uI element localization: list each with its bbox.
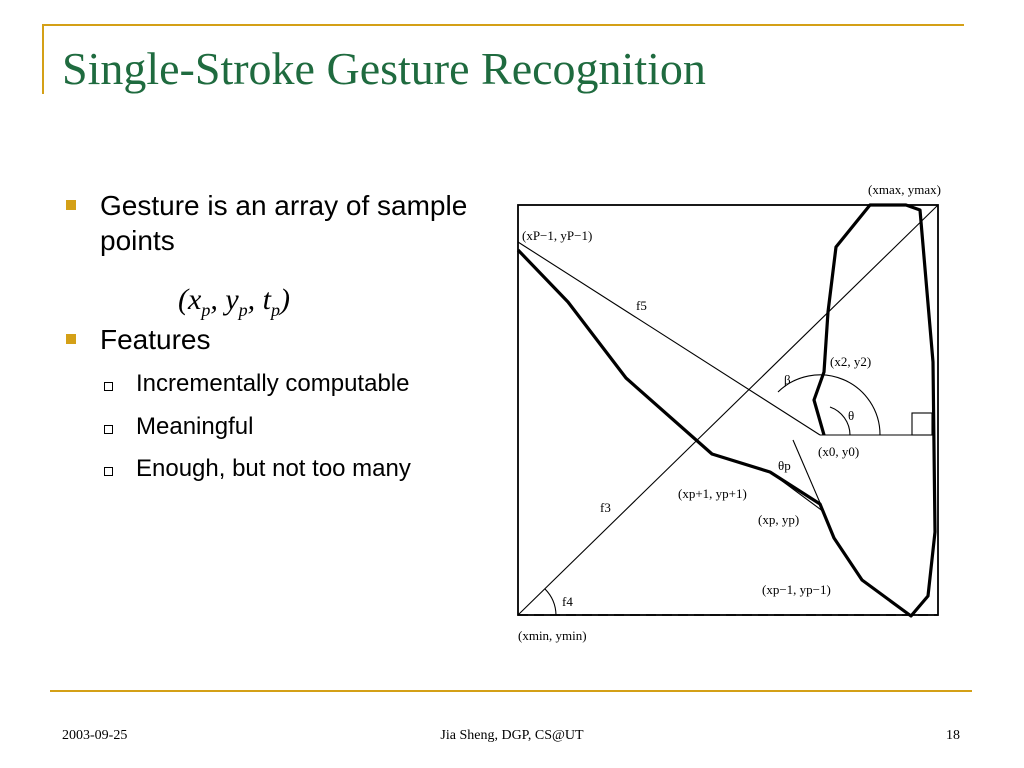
slide-title: Single-Stroke Gesture Recognition [62,43,706,94]
min-point-label: (xmin, ymin) [518,628,587,643]
gesture-feature-diagram: (xmax, ymax) (xP−1, yP−1) f5 (x2, y2) β … [516,182,941,643]
sub-bullet-text: Meaningful [136,412,254,440]
p-minus-1-top-label: (xP−1, yP−1) [522,228,592,243]
gesture-stroke [516,203,937,618]
x2y2-label: (x2, y2) [830,354,871,369]
footer-date: 2003-09-25 [62,728,128,743]
alpha-arc [777,374,881,436]
hollow-square-bullet-icon [104,382,113,391]
max-point-label: (xmax, ymax) [868,182,941,197]
bullet-gesture: Gesture is an array of sample points [60,188,480,258]
sub-bullet-text: Incrementally computable [136,370,410,397]
f3-label: f3 [600,500,611,515]
bullet-list: Gesture is an array of sample points Fea… [60,188,480,497]
hollow-square-bullet-icon [104,467,113,477]
left-border-line [42,24,44,94]
hollow-square-bullet-icon [104,424,113,434]
theta-arc [829,406,851,436]
beta-label: β [784,372,791,387]
sample-point-formula: (xp, yp, tp) [178,283,290,320]
sub-bullet-enough: Enough, but not too many [60,454,480,485]
footer-author: Jia Sheng, DGP, CS@UT [440,728,584,743]
x0y0-label: (x0, y0) [818,444,859,459]
square-bullet-icon [66,334,76,344]
right-angle-marker [911,412,933,436]
square-bullet-icon [66,200,76,210]
start-end-line [517,241,821,436]
bbox-diagonal-line [517,204,939,616]
bullet-features: Features [60,322,480,357]
f4-arc [544,588,557,616]
sub-bullet-meaningful: Meaningful [60,412,480,443]
page-number: 18 [946,728,960,743]
top-border-line [42,24,964,26]
bullet-text: Features [100,324,211,355]
footer-divider [50,690,972,692]
f5-label: f5 [636,298,647,313]
theta-label: θ [848,408,854,423]
theta-p-line-1 [792,439,825,513]
p-point-label: (xp, yp) [758,512,799,527]
sub-bullet-incremental: Incrementally computable [60,369,480,400]
sub-bullet-text: Enough, but not too many [136,455,411,483]
f4-label: f4 [562,594,573,609]
p-plus-1-label: (xp+1, yp+1) [678,486,747,501]
p-minus-1-bottom-label: (xp−1, yp−1) [762,582,831,597]
theta-p-label: θp [778,458,791,473]
bullet-text: Gesture is an array of sample points [100,190,468,256]
